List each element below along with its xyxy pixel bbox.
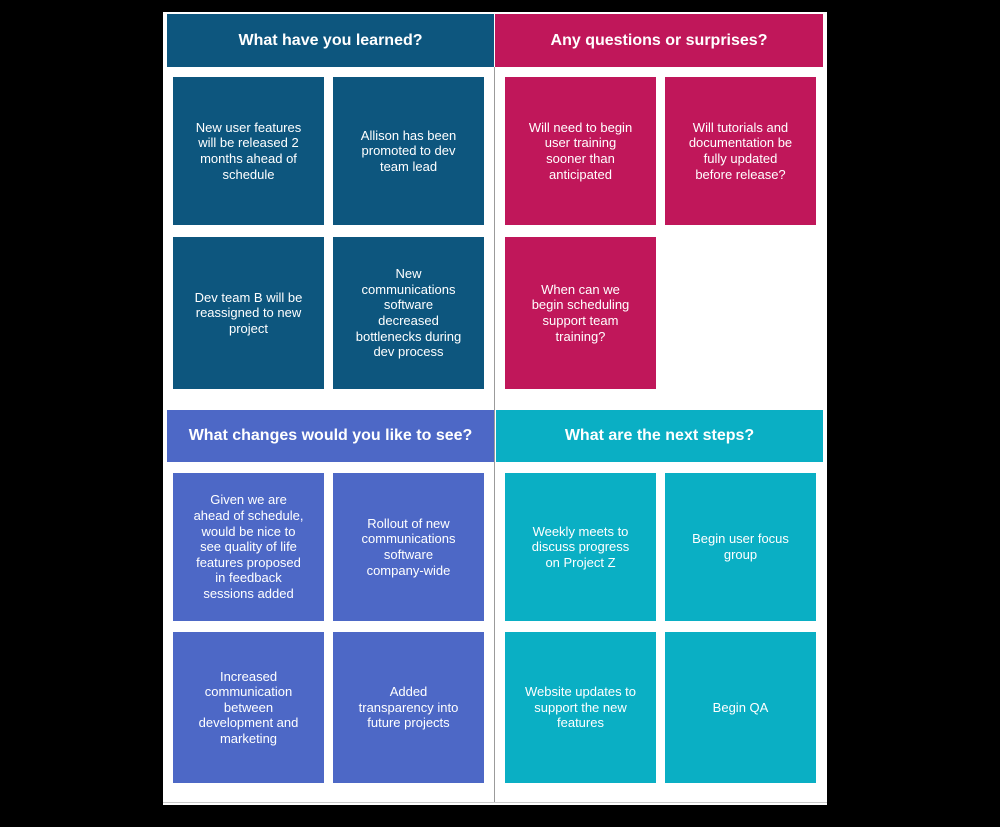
sticky-note-changes-2[interactable]: Rollout of new communications software c… bbox=[333, 473, 484, 621]
card-grid-next-steps: Weekly meets to discuss progress on Proj… bbox=[505, 473, 816, 783]
quadrant-header-changes: What changes would you like to see? bbox=[167, 410, 494, 462]
sticky-note-learned-4[interactable]: New communications software decreased bo… bbox=[333, 237, 484, 389]
quadrant-header-questions-label: Any questions or surprises? bbox=[550, 31, 768, 49]
sticky-note-next-steps-2[interactable]: Begin user focus group bbox=[665, 473, 816, 621]
sticky-note-questions-2[interactable]: Will tutorials and documentation be full… bbox=[665, 77, 816, 225]
sticky-note-changes-1[interactable]: Given we are ahead of schedule, would be… bbox=[173, 473, 324, 621]
sticky-note-next-steps-1[interactable]: Weekly meets to discuss progress on Proj… bbox=[505, 473, 656, 621]
quadrant-header-next-steps-label: What are the next steps? bbox=[564, 427, 755, 444]
bottom-border-line bbox=[163, 802, 827, 803]
sticky-note-learned-2[interactable]: Allison has been promoted to dev team le… bbox=[333, 77, 484, 225]
center-vertical-divider bbox=[494, 67, 495, 803]
sticky-note-changes-4[interactable]: Added transparency into future projects bbox=[333, 632, 484, 783]
sticky-note-learned-1[interactable]: New user features will be released 2 mon… bbox=[173, 77, 324, 225]
sticky-note-questions-1[interactable]: Will need to begin user training sooner … bbox=[505, 77, 656, 225]
sticky-note-changes-3[interactable]: Increased communication between developm… bbox=[173, 632, 324, 783]
quadrant-header-questions: Any questions or surprises? bbox=[495, 14, 823, 67]
card-grid-learned: New user features will be released 2 mon… bbox=[173, 77, 484, 389]
quadrant-header-changes-label: What changes would you like to see? bbox=[188, 427, 473, 444]
sticky-note-questions-3[interactable]: When can we begin scheduling support tea… bbox=[505, 237, 656, 389]
quadrant-header-next-steps: What are the next steps? bbox=[496, 410, 823, 462]
sticky-note-next-steps-3[interactable]: Website updates to support the new featu… bbox=[505, 632, 656, 783]
quadrant-header-learned: What have you learned? bbox=[167, 14, 494, 67]
quadrant-header-learned-label: What have you learned? bbox=[238, 31, 423, 49]
retrospective-board: What have you learned? Any questions or … bbox=[163, 12, 827, 805]
sticky-note-next-steps-4[interactable]: Begin QA bbox=[665, 632, 816, 783]
sticky-note-learned-3[interactable]: Dev team B will be reassigned to new pro… bbox=[173, 237, 324, 389]
card-grid-questions: Will need to begin user training sooner … bbox=[505, 77, 816, 389]
card-grid-changes: Given we are ahead of schedule, would be… bbox=[173, 473, 484, 783]
